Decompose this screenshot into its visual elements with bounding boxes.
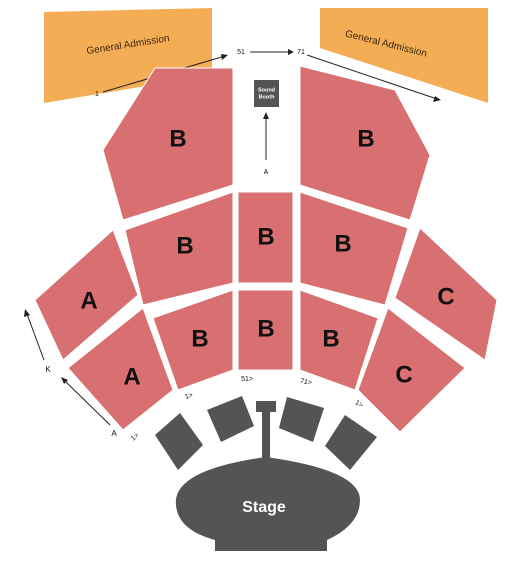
section-c-far-right-lower-shape[interactable] <box>357 307 466 433</box>
seat-label-1-right: 1> <box>354 399 364 409</box>
row-a-arrow <box>64 380 111 426</box>
section-c-far-right-upper-shape[interactable] <box>394 227 498 361</box>
row-a-arrow-head <box>61 377 68 384</box>
seat-number-51-top: 51 <box>237 49 245 56</box>
section-a-far-left-lower-shape[interactable] <box>67 307 174 431</box>
general-admission-right-area[interactable] <box>320 8 488 103</box>
section-b-mid-left-shape[interactable] <box>124 191 234 306</box>
row-k-arrow-head <box>24 309 30 317</box>
stage-runway <box>262 410 270 462</box>
seat-label-71-center: 71> <box>299 378 312 387</box>
sound-booth: Sound Booth A <box>254 80 279 176</box>
section-b-upper-left[interactable]: B <box>102 67 234 221</box>
sound-booth-box <box>254 80 279 107</box>
stage-block-left-inner <box>207 396 254 442</box>
row-markers: K A 1> 1> 51> 71> 1> <box>24 309 364 443</box>
sound-booth-arrow-head <box>263 112 269 119</box>
section-b-mid-center-shape[interactable] <box>237 191 294 284</box>
sound-booth-label-line1: Sound <box>258 87 275 93</box>
stage-label: Stage <box>242 499 286 516</box>
stage-block-left-outer <box>155 413 203 470</box>
section-b-low-left-shape[interactable] <box>152 289 234 391</box>
stage-area: Stage <box>155 396 377 551</box>
row-label-a: A <box>111 429 117 438</box>
arrow-head-right <box>433 96 441 102</box>
top-seat-direction-arrows: 1 51 71 <box>95 49 441 102</box>
stage-runway-cap <box>256 401 276 412</box>
seat-label-1-left: 1> <box>130 432 141 442</box>
stage-block-right-outer <box>325 415 377 470</box>
section-a-far-left-upper-shape[interactable] <box>34 229 139 361</box>
section-b-upper-right[interactable]: B <box>299 65 431 221</box>
seat-label-51-center: 51> <box>241 376 253 383</box>
stage-shape <box>175 457 360 551</box>
sound-booth-row-label: A <box>264 169 269 176</box>
section-b-low-right-shape[interactable] <box>299 289 379 391</box>
arrow-head-left <box>221 54 228 60</box>
section-b-upper-left-shape[interactable] <box>102 67 234 221</box>
row-k-arrow <box>26 313 45 361</box>
seat-label-1-center-left: 1> <box>184 392 194 401</box>
sound-booth-label-line2: Booth <box>259 94 276 100</box>
section-b-upper-right-shape[interactable] <box>299 65 431 221</box>
arrow-71-right <box>306 54 438 100</box>
section-b-low-center[interactable]: B <box>237 289 294 371</box>
seat-number-71-top: 71 <box>297 49 305 56</box>
section-b-mid-right-shape[interactable] <box>299 191 409 306</box>
section-b-mid-center[interactable]: B <box>237 191 294 284</box>
seat-number-1-top: 1 <box>95 91 99 98</box>
stage-block-right-inner <box>279 397 324 442</box>
row-label-k: K <box>45 365 51 374</box>
arrow-head-center <box>288 49 294 55</box>
section-b-low-center-shape[interactable] <box>237 289 294 371</box>
